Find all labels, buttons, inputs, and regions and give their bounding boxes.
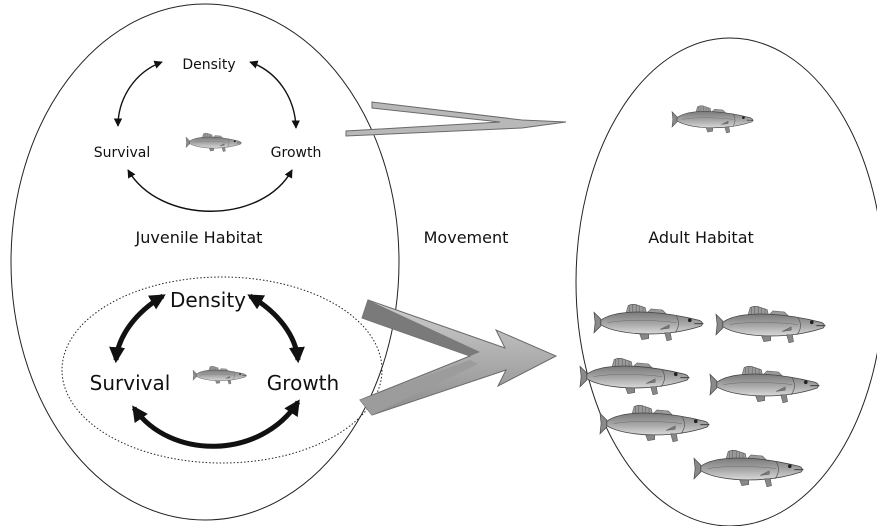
juvenile-fish-icon-lower [193, 366, 247, 384]
upper-density-label: Density [182, 57, 235, 73]
adult-fish-school [580, 304, 825, 486]
adult-fish-icon [694, 450, 803, 486]
adult-fish-icon [710, 366, 819, 402]
juvenile-habitat-ellipse [11, 4, 399, 520]
adult-habitat-label: Adult Habitat [648, 228, 754, 247]
upper-survival-label: Survival [94, 145, 150, 161]
upper-growth-label: Growth [271, 145, 322, 161]
movement-arrow-large [360, 300, 556, 415]
movement-label: Movement [424, 228, 509, 247]
lower-density-survival-arrow [116, 296, 163, 360]
movement-arrow-small [346, 102, 566, 136]
lower-survival-growth-arrow [134, 402, 298, 446]
juvenile-fish-icon-upper [186, 133, 242, 152]
lower-density-label: Density [170, 288, 246, 312]
adult-habitat-ellipse [576, 38, 877, 526]
upper-density-survival-arrow [118, 62, 162, 126]
adult-fish-icon [580, 358, 689, 394]
adult-fish-icon [716, 306, 825, 342]
adult-fish-icon [600, 405, 709, 441]
adult-fish-icon [594, 304, 703, 340]
lower-density-growth-arrow [250, 296, 298, 360]
lower-growth-label: Growth [267, 371, 339, 395]
upper-survival-growth-arrow [128, 170, 292, 211]
upper-density-growth-arrow [250, 62, 296, 128]
lower-survival-label: Survival [90, 371, 171, 395]
adult-fish-icon-single [672, 106, 754, 133]
juvenile-habitat-label: Juvenile Habitat [135, 228, 263, 247]
